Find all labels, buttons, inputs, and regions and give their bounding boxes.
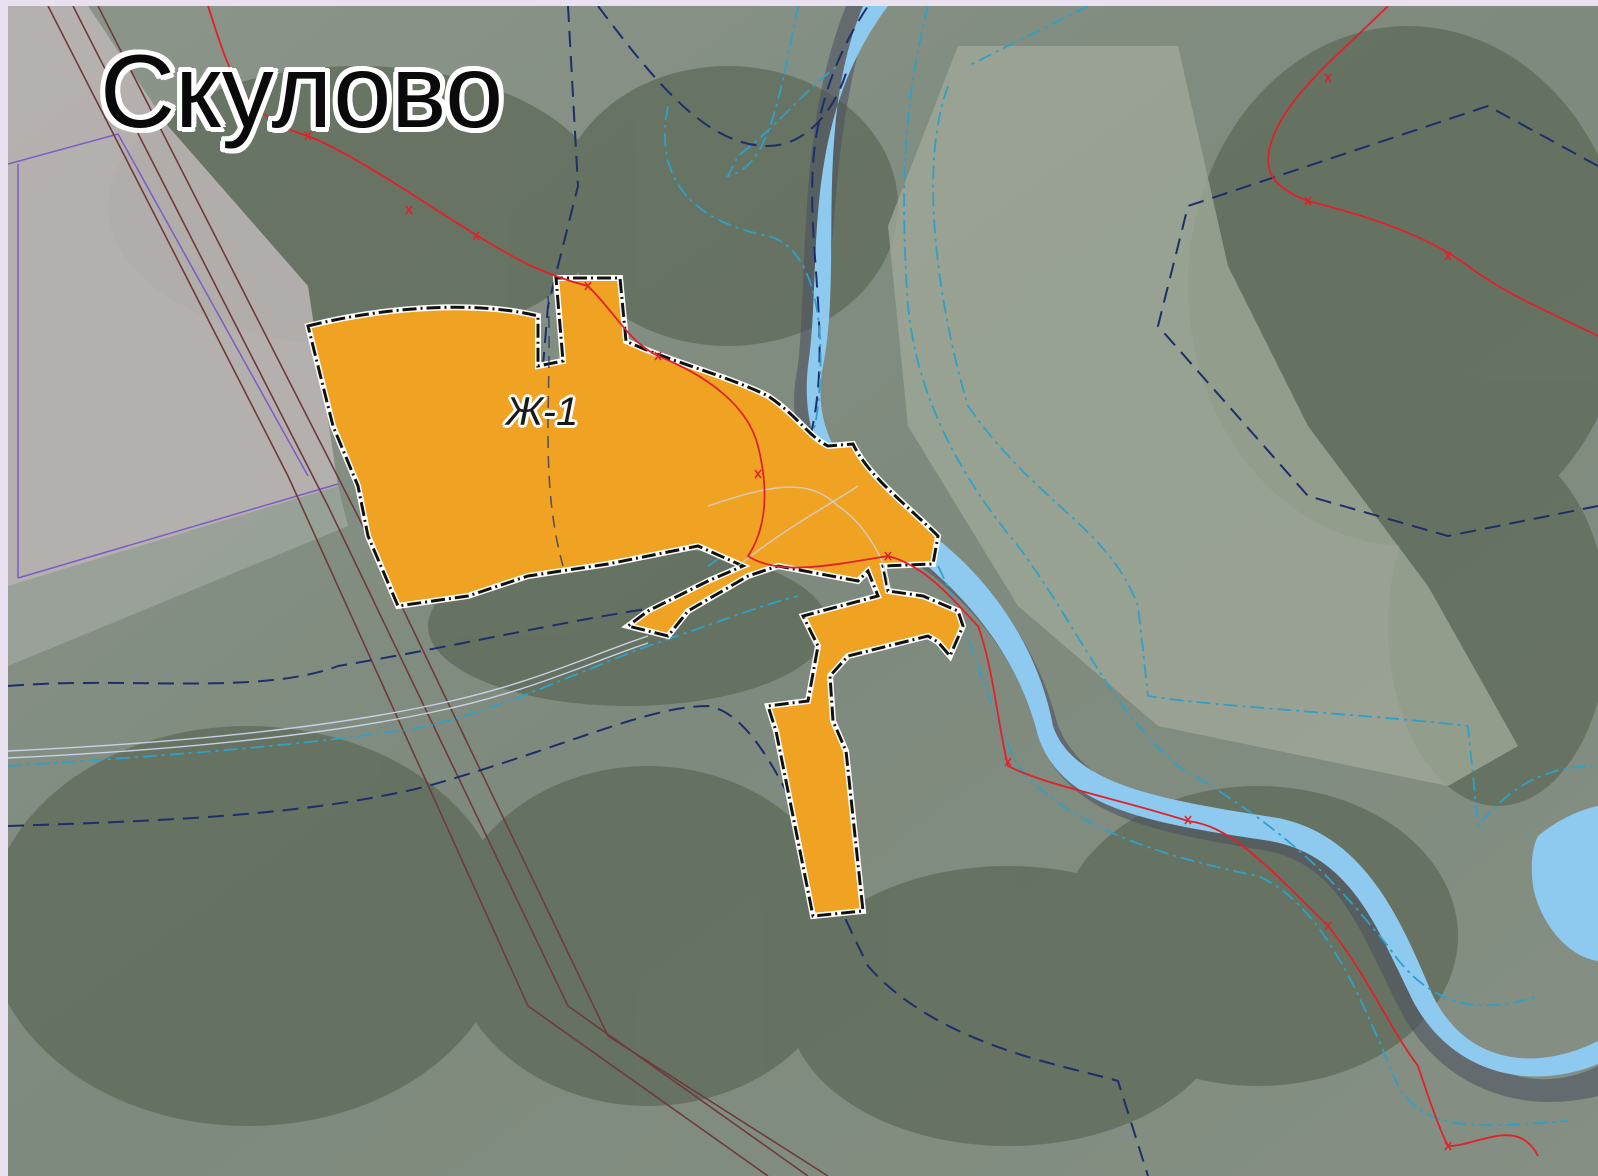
meadow-right [888, 46, 1518, 786]
river-bend [1531, 806, 1598, 961]
parcel-boundary [8, 133, 339, 579]
field-left-lower [8, 486, 348, 666]
zone-inner-road [707, 486, 889, 587]
power-lines [47, 6, 829, 1176]
settlement-name-label: Скулово [100, 34, 504, 150]
zone-inner-road-2 [737, 485, 859, 567]
zone-fill [304, 275, 967, 920]
map-canvas[interactable] [8, 6, 1598, 1176]
zone-polygon-zh1[interactable] [304, 275, 967, 920]
zone-code-label: Ж-1 [506, 390, 579, 434]
road [8, 635, 649, 759]
field-left [8, 6, 338, 586]
red-boundary-markers [304, 73, 1452, 1151]
